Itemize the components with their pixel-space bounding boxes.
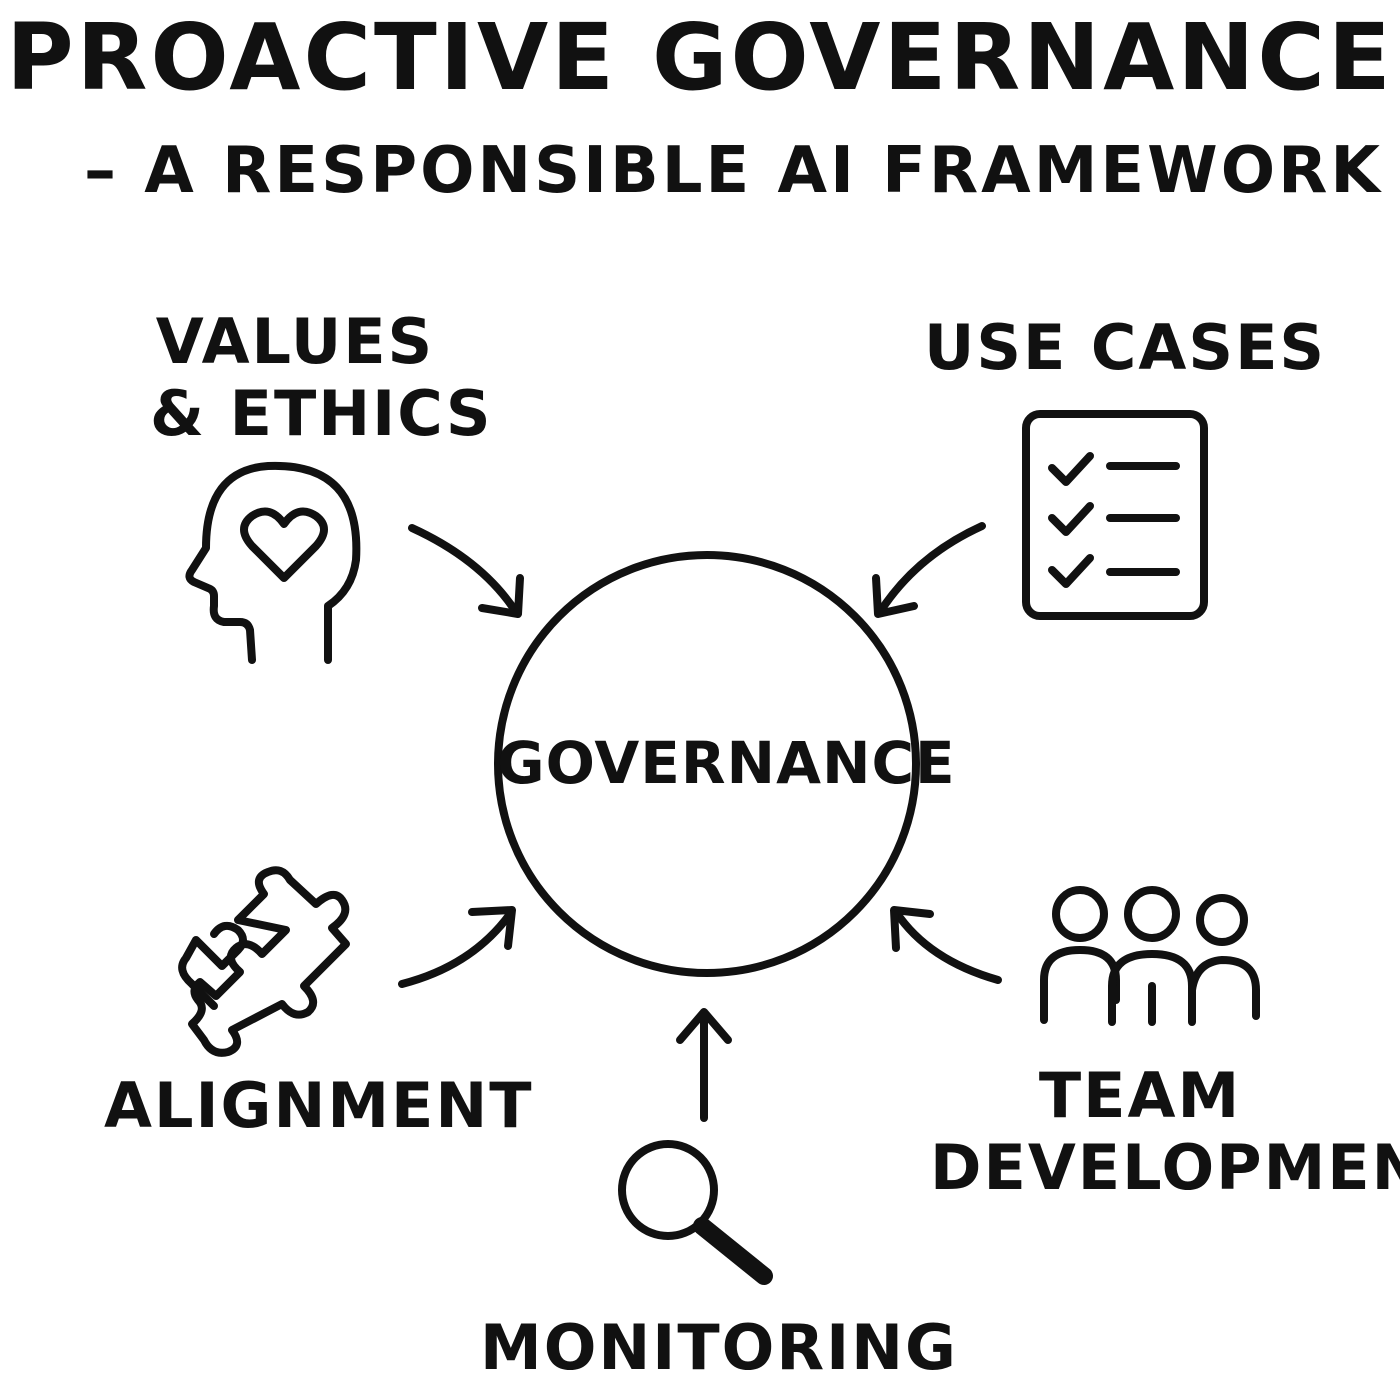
team-development-line1: TEAM [1038,1059,1242,1132]
use-cases-label: USE CASES [924,311,1327,384]
arrow-monitoring-to-governance [676,1008,732,1122]
arrow-values-to-governance [408,524,524,618]
values-ethics-line2: & ETHICS [150,377,493,450]
magnifying-glass-icon [618,1140,773,1285]
arrow-alignment-to-governance [398,906,516,988]
monitoring-label: MONITORING [480,1311,958,1384]
governance-label: GOVERNANCE [497,729,956,797]
arrow-use-cases-to-governance [872,522,986,618]
head-heart-icon [185,461,361,664]
page-title: PROACTIVE GOVERNANCE [6,4,1394,111]
checklist-icon [1022,410,1208,620]
team-development-label: TEAM DEVELOPMENT [930,1059,1400,1204]
alignment-label: ALIGNMENT [104,1069,534,1142]
people-group-icon [1040,886,1260,1026]
puzzle-piece-icon [178,866,350,1057]
governance-circle [494,551,920,977]
values-ethics-label: VALUES & ETHICS [150,305,493,450]
team-development-line2: DEVELOPMENT [930,1131,1400,1204]
values-ethics-line1: VALUES [155,305,435,378]
page-subtitle: – A RESPONSIBLE AI FRAMEWORK [84,134,1383,208]
arrow-team-to-governance [890,906,1002,984]
